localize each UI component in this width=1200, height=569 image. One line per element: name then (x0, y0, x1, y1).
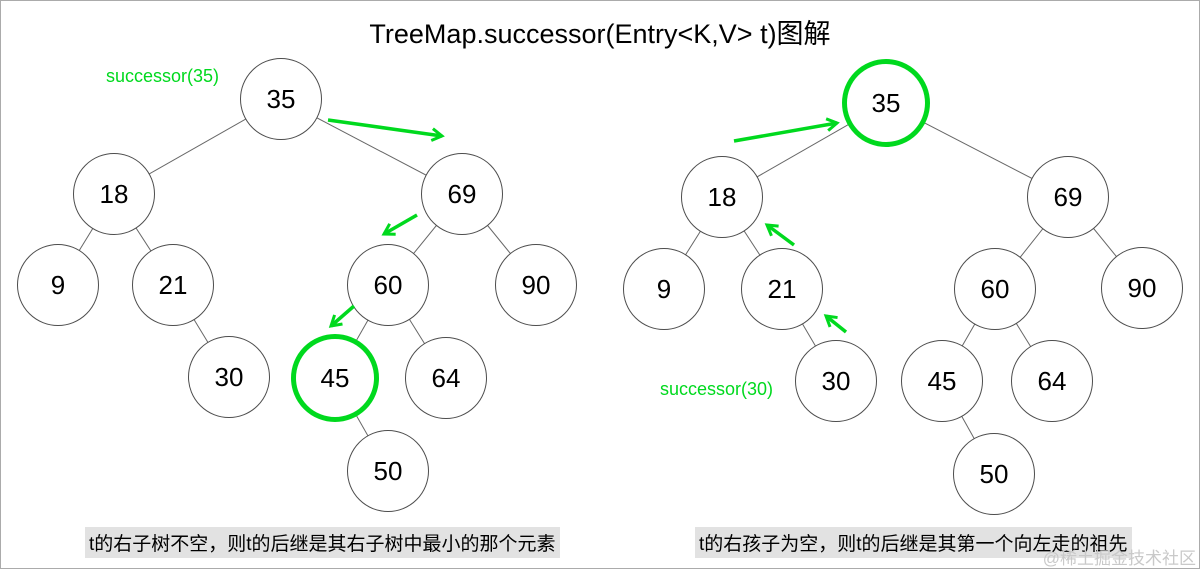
right-node-90: 90 (1101, 247, 1183, 329)
left-node-30: 30 (188, 336, 270, 418)
left-node-9: 9 (17, 244, 99, 326)
right-node-35-highlighted: 35 (842, 59, 930, 147)
right-node-69: 69 (1027, 156, 1109, 238)
left-node-64: 64 (405, 337, 487, 419)
left-node-35: 35 (240, 58, 322, 140)
left-node-45-highlighted: 45 (291, 334, 379, 422)
left-tree-caption: t的右子树不空，则t的后继是其右子树中最小的那个元素 (85, 527, 560, 558)
right-node-30: 30 (795, 340, 877, 422)
right-node-18: 18 (681, 156, 763, 238)
right-tree-successor-arrows (733, 117, 848, 334)
annotation-successor-35: successor(35) (106, 66, 220, 86)
right-node-50: 50 (953, 433, 1035, 515)
right-tree-caption: t的右孩子为空，则t的后继是其第一个向左走的祖先 (695, 527, 1132, 558)
right-node-9: 9 (623, 248, 705, 330)
left-node-18: 18 (73, 153, 155, 235)
right-node-21: 21 (741, 248, 823, 330)
left-tree-successor-arrows (327, 118, 445, 328)
left-node-90: 90 (495, 244, 577, 326)
right-node-60: 60 (954, 248, 1036, 330)
diagram-title: TreeMap.successor(Entry<K,V> t)图解 (369, 19, 831, 49)
watermark: @稀土掘金技术社区 (1042, 549, 1196, 568)
left-node-21: 21 (132, 244, 214, 326)
right-node-45: 45 (901, 340, 983, 422)
annotation-successor-30: successor(30) (660, 379, 774, 399)
left-node-50: 50 (347, 430, 429, 512)
left-node-60: 60 (347, 244, 429, 326)
left-node-69: 69 (421, 153, 503, 235)
right-node-64: 64 (1011, 340, 1093, 422)
